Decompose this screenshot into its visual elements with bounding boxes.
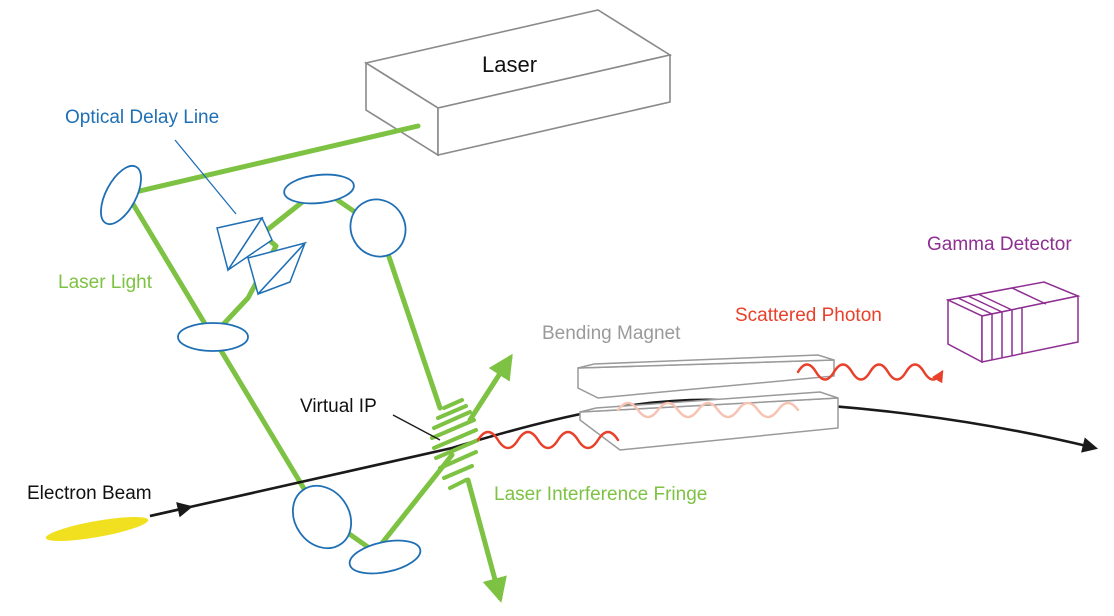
mirror-bottom <box>348 539 422 575</box>
mirror-top-left <box>100 164 142 226</box>
virtual-ip-leader <box>392 414 441 441</box>
bending-magnet-label: Bending Magnet <box>542 323 681 344</box>
gamma-detector <box>945 281 1081 364</box>
electron-beam-label: Electron Beam <box>27 483 152 504</box>
mirror-top-center <box>283 173 355 205</box>
scattered-photon-wave <box>476 363 944 450</box>
mirrors <box>100 164 422 575</box>
laser-light-label: Laser Light <box>58 272 153 293</box>
optical-delay-prisms <box>216 216 308 296</box>
laser-label: Laser <box>482 52 538 77</box>
mirror-right <box>349 198 407 258</box>
laser-box <box>363 9 673 157</box>
electron-bunch <box>45 517 149 541</box>
bending-magnet <box>577 354 839 451</box>
interference-fringe <box>430 398 480 490</box>
laser-interference-fringe-label: Laser Interference Fringe <box>494 484 708 505</box>
mirror-mid-left <box>177 322 249 352</box>
optical-delay-leader <box>174 139 237 215</box>
virtual-ip-label: Virtual IP <box>300 396 377 417</box>
gamma-detector-label: Gamma Detector <box>927 234 1072 255</box>
scattered-photon-label: Scattered Photon <box>735 305 882 326</box>
optical-delay-line-label: Optical Delay Line <box>65 107 220 128</box>
mirror-bottom-left <box>291 484 353 550</box>
